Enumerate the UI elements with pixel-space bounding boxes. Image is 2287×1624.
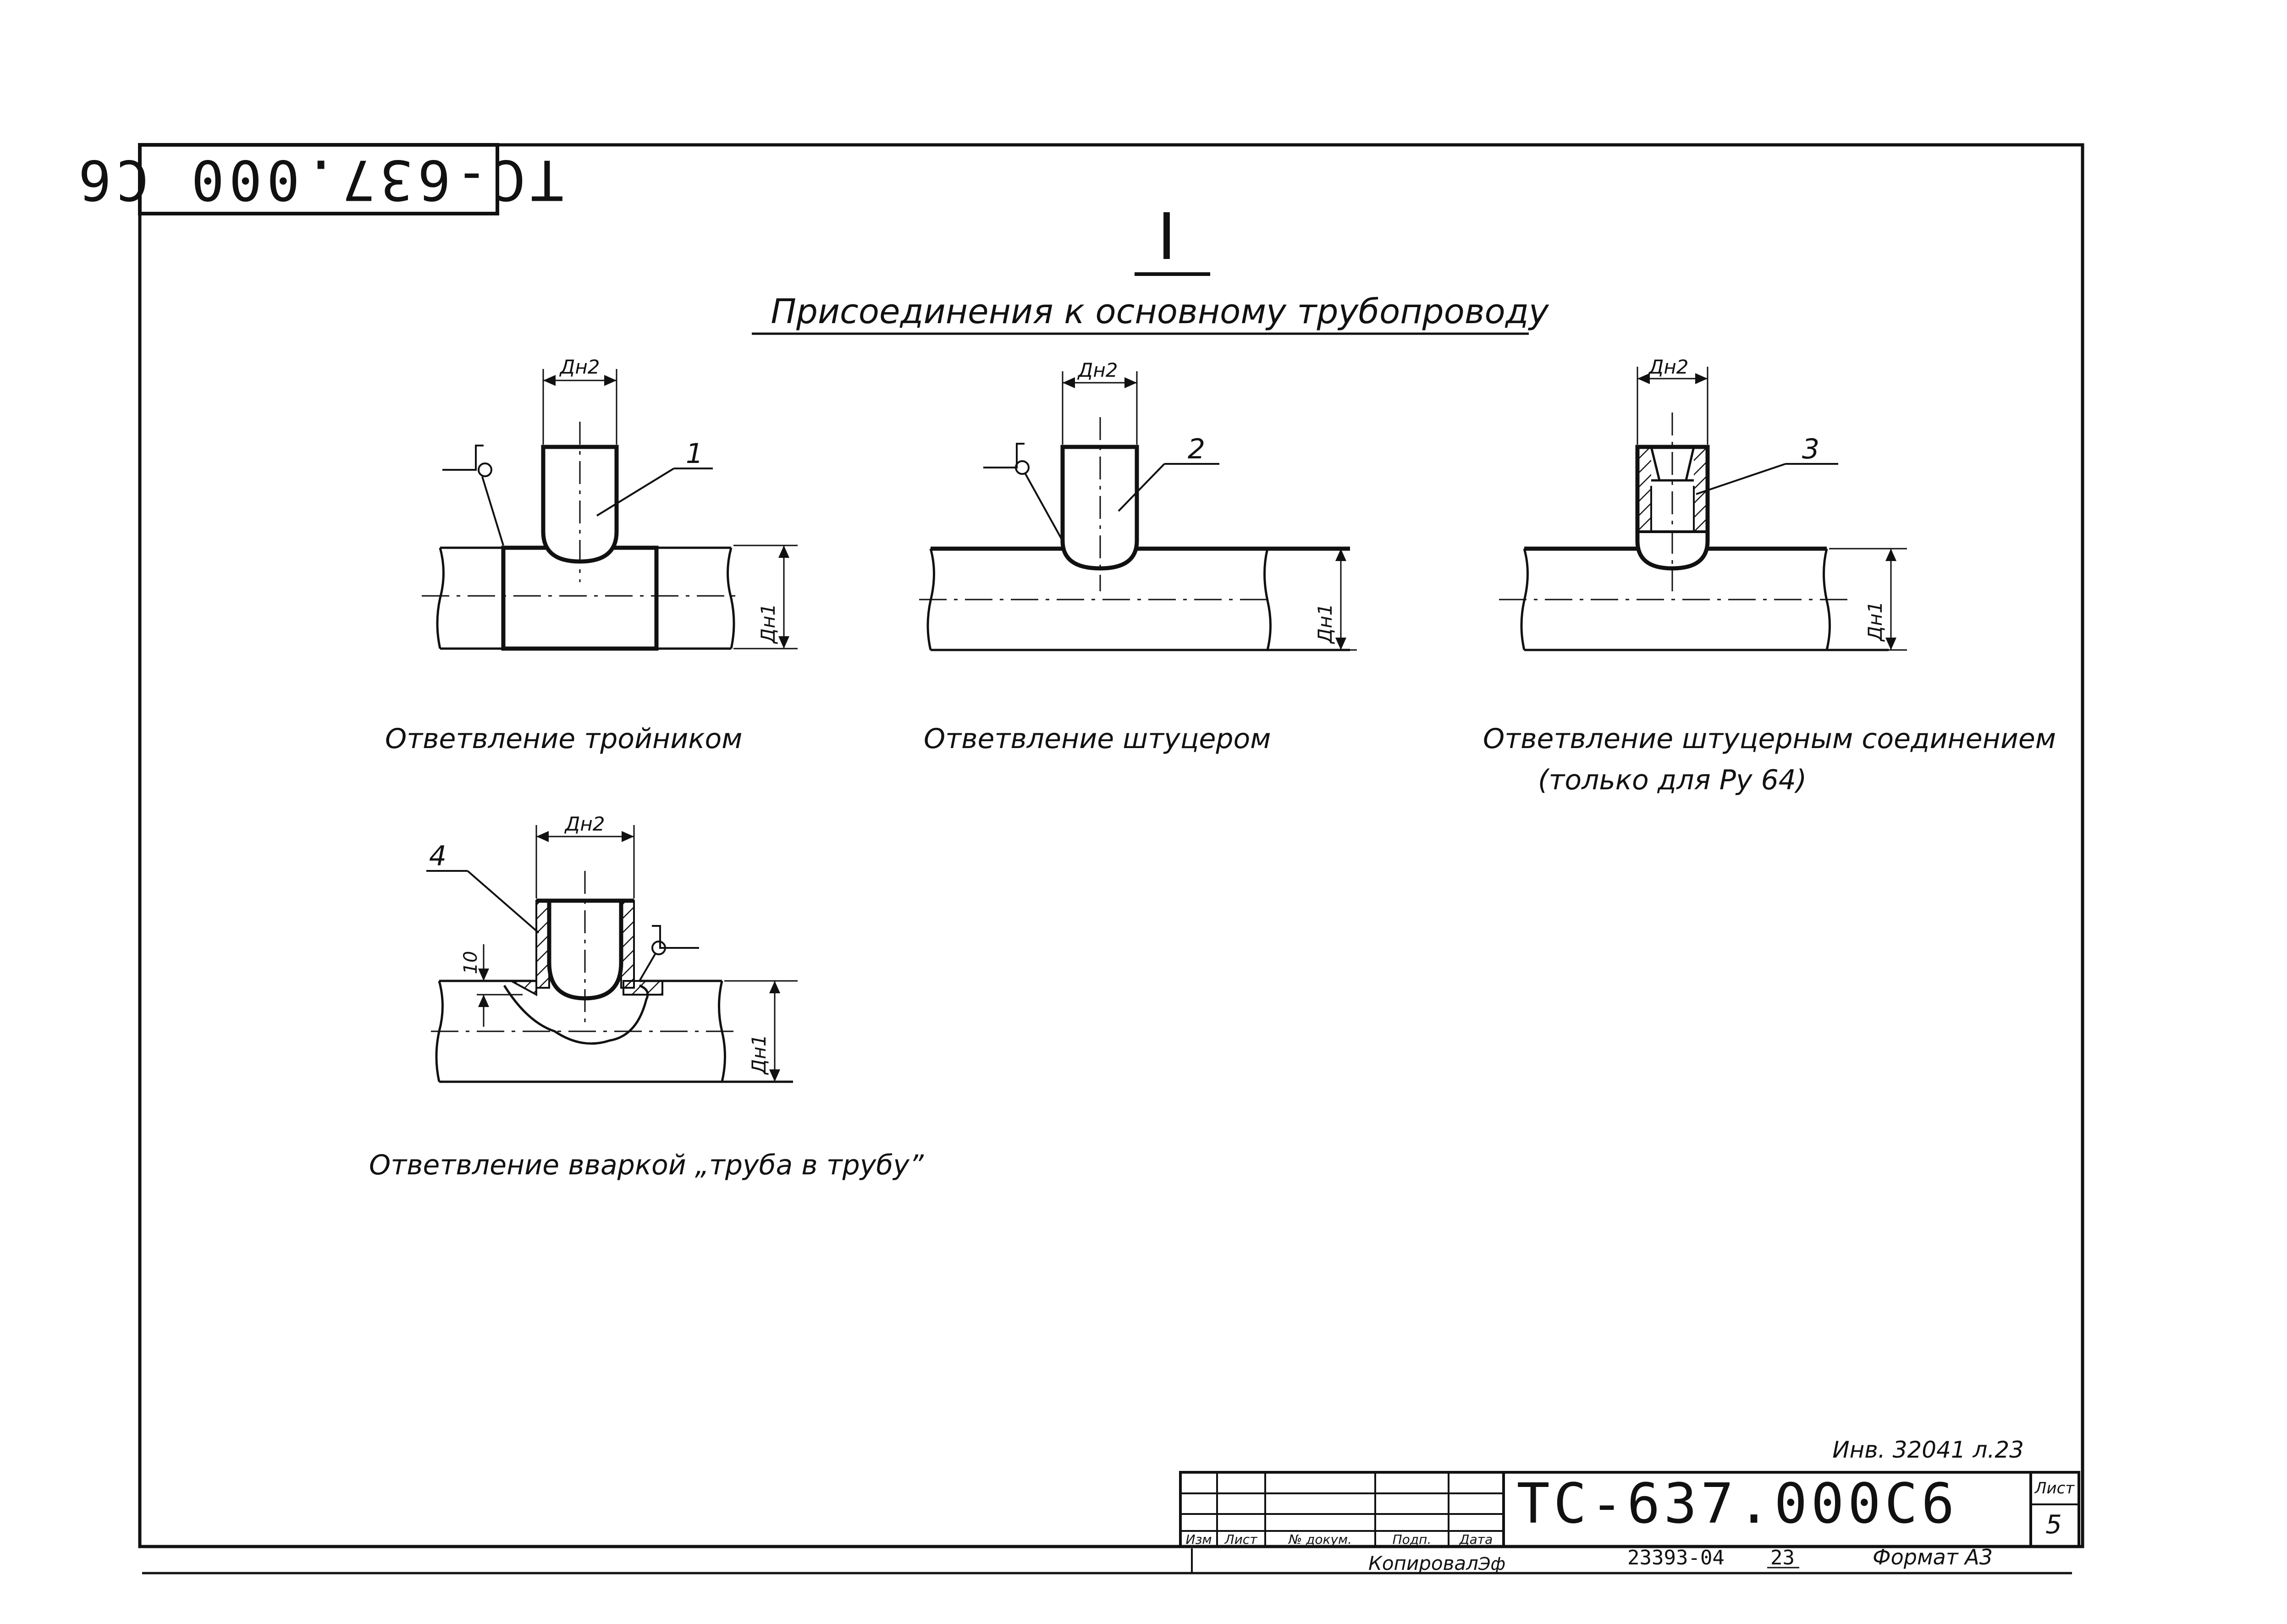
header-date: Дата: [1459, 1532, 1493, 1547]
union-coupling: [1636, 446, 1709, 533]
fitting-position-number: 2: [1188, 433, 1205, 465]
tee-main-dim-label: Дн1: [757, 604, 779, 644]
order-number-2: 23: [1770, 1546, 1795, 1569]
tee-branch-dim-label: Дн2: [559, 356, 600, 378]
roman-numeral: I: [1157, 200, 1176, 275]
insert-position-callout: [426, 870, 540, 934]
insert-branch-dim-label: Дн2: [564, 813, 605, 835]
union-position-number: 3: [1802, 433, 1819, 465]
drawing-title: Присоединения к основному трубопроводу: [771, 292, 1549, 331]
fitting-main-dim: [1270, 548, 1357, 651]
union-branch-dim-label: Дн2: [1648, 356, 1689, 378]
header-sign: Подп.: [1393, 1532, 1432, 1547]
insert-weld-callout: [639, 925, 699, 982]
inventory-number: Инв. 32041 л.23: [1832, 1437, 2024, 1463]
tee-main-dim: [733, 545, 798, 650]
union-main-dim-label: Дн1: [1864, 601, 1886, 642]
insert-position-number: 4: [429, 840, 446, 872]
order-number: 23393-04: [1627, 1546, 1725, 1569]
revision-grid: [1180, 1472, 1504, 1547]
fitting-caption: Ответвление штуцером: [924, 723, 1271, 755]
view-tee: Дн2 Дн1 1 Ответвление тройником: [385, 356, 798, 755]
copied-sign: Эф: [1478, 1554, 1505, 1574]
sheet-label: Лист: [2034, 1479, 2075, 1497]
insert-main-dim: [724, 980, 798, 1082]
view-heading: I Присоединения к основному трубопроводу: [752, 200, 1549, 335]
union-caption-note: (только для Ру 64): [1538, 764, 1807, 796]
tee-branch-dim: [542, 369, 617, 445]
view-union: Дн2 Дн1 3 Ответвление штуцерным соединен…: [1483, 356, 2056, 796]
insert-main-dim-label: Дн1: [748, 1035, 770, 1075]
insert-depth-dim: [477, 944, 523, 1027]
fitting-branch-dim-label: Дн2: [1077, 359, 1118, 381]
insert-branch-dim: [535, 825, 635, 898]
union-branch-dim: [1637, 367, 1708, 445]
fitting-position-callout: [1118, 463, 1219, 512]
view-insert: Дн2 Дн1 10 4 Ответвление вваркой „труба …: [369, 813, 924, 1181]
paper-format: Формат А3: [1873, 1545, 1993, 1569]
sheet-frame: [138, 143, 2084, 1574]
tee-caption: Ответвление тройником: [385, 723, 742, 755]
fitting-main-dim-label: Дн1: [1314, 604, 1336, 644]
header-list: Лист: [1224, 1532, 1258, 1547]
title-block: Инв. 32041 л.23 Изм Лист № докум. Подп. …: [1179, 1437, 2080, 1574]
tee-position-callout: [596, 468, 713, 517]
fitting-branch-dim: [1062, 371, 1138, 445]
insert-depth-dim-label: 10: [460, 951, 481, 974]
copied-label: Копировал: [1368, 1552, 1478, 1574]
header-doc: № докум.: [1288, 1532, 1352, 1547]
sheet-number: 5: [2045, 1510, 2062, 1540]
designation-code: ТС-637.000С6: [1517, 1472, 1958, 1536]
insert-caption: Ответвление вваркой „труба в трубу”: [369, 1149, 924, 1181]
union-position-callout: [1696, 463, 1838, 495]
view-fitting: Дн2 Дн1 2 Ответвление штуцером: [919, 359, 1357, 755]
rotated-code-stamp: ТС-637.000 С6: [73, 143, 564, 215]
union-main-dim: [1829, 548, 1907, 651]
header-izm: Изм: [1186, 1532, 1212, 1547]
union-caption: Ответвление штуцерным соединением: [1483, 723, 2056, 755]
tee-position-number: 1: [686, 438, 703, 470]
fitting-weld-callout: [983, 443, 1064, 541]
tee-weld-callout: [442, 445, 504, 546]
rotated-code-text: ТС-637.000 С6: [73, 148, 563, 211]
